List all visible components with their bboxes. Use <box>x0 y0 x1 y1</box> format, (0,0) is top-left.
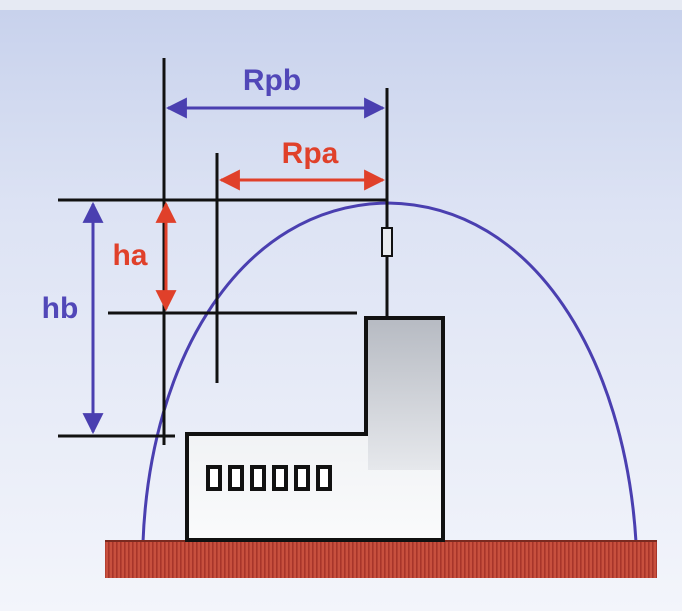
building-window <box>316 465 332 491</box>
building-windows <box>206 465 332 491</box>
building-window <box>294 465 310 491</box>
building-window <box>272 465 288 491</box>
rod-insulator <box>381 227 393 257</box>
building-window <box>250 465 266 491</box>
building-window <box>206 465 222 491</box>
hb-label: hb <box>42 292 79 325</box>
ha-label: ha <box>112 239 147 272</box>
top-border <box>0 0 682 10</box>
building-window <box>228 465 244 491</box>
rpb-label: Rpb <box>243 64 301 97</box>
ground <box>105 540 657 578</box>
rpa-label: Rpa <box>282 137 339 170</box>
building-tower <box>368 320 441 470</box>
